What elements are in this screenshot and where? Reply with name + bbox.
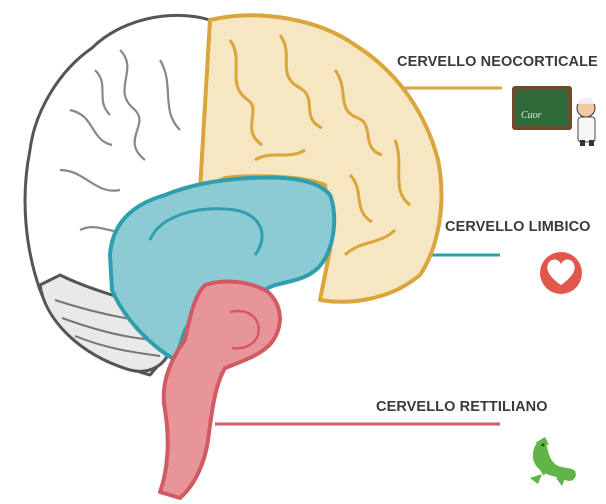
- teacher-blackboard-icon: Cuor: [512, 86, 595, 146]
- crocodile-icon: [530, 437, 576, 486]
- blackboard-text: Cuor: [521, 110, 542, 121]
- heart-icon: [540, 252, 582, 294]
- neocortex-label: CERVELLO NEOCORTICALE: [397, 54, 598, 70]
- reptilian-label: CERVELLO RETTILIANO: [376, 399, 548, 415]
- limbic-label: CERVELLO LIMBICO: [445, 219, 591, 235]
